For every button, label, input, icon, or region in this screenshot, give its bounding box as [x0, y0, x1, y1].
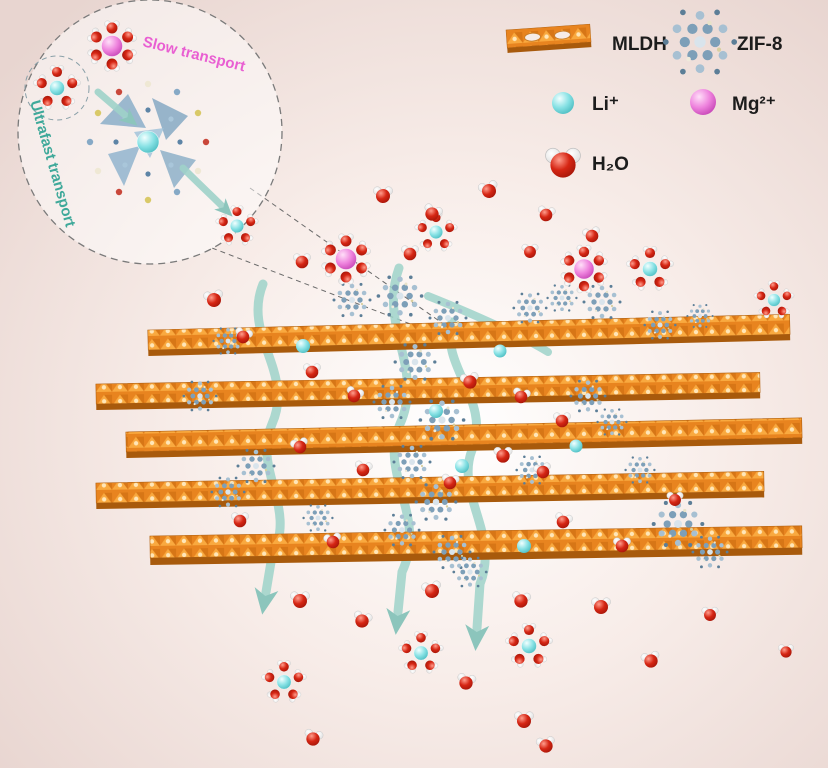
li-highlight-circle — [24, 55, 90, 121]
li-ion — [136, 130, 160, 154]
li-icon — [552, 92, 574, 114]
legend-label-zif8: ZIF-8 — [737, 34, 782, 55]
li-ion — [296, 339, 310, 353]
legend-item-mldh: MLDH — [505, 23, 667, 55]
li-ions — [296, 339, 583, 553]
legend-label-mg: Mg²⁺ — [732, 94, 776, 115]
mg-icon — [690, 89, 716, 115]
legend-label-li: Li⁺ — [592, 94, 619, 115]
legend: MLDH ZIF-8 Li⁺ Mg²⁺ H₂O — [505, 9, 782, 179]
mldh-sheet — [149, 525, 803, 565]
inset-arrow — [179, 164, 233, 217]
inset-magnifier: Slow transport Ultrafast transport — [17, 0, 283, 265]
inset-arrow — [94, 88, 138, 126]
mldh-icon — [505, 23, 592, 53]
li-ion — [455, 459, 469, 473]
li-ion — [517, 539, 531, 553]
legend-label-mldh: MLDH — [612, 34, 667, 55]
inset-arrows — [94, 88, 233, 217]
legend-item-mg: Mg²⁺ — [690, 89, 776, 115]
legend-item-li: Li⁺ — [552, 92, 619, 115]
mldh-sheet — [147, 314, 791, 356]
legend-label-water: H₂O — [592, 154, 629, 175]
mldh-sheet — [95, 471, 765, 509]
legend-item-water: H₂O — [544, 147, 629, 179]
li-ion — [493, 344, 507, 358]
li-ion — [429, 404, 443, 418]
legend-item-zif8: ZIF-8 — [662, 9, 782, 75]
li-ion — [569, 439, 583, 453]
callout-lines — [211, 187, 453, 339]
